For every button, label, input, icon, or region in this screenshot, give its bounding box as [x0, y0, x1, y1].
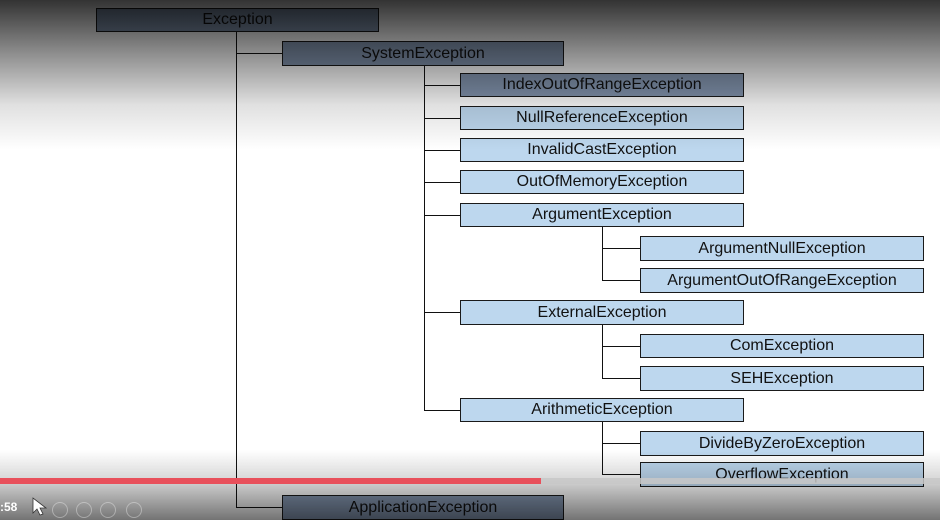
connector-h-com	[602, 346, 640, 347]
progress-bar-fill	[0, 478, 541, 484]
connector-argument-vertical	[602, 227, 603, 280]
node-index-out-of-range-exception: IndexOutOfRangeException	[460, 73, 744, 97]
connector-h-arithmetic	[424, 410, 460, 411]
connector-h-argumentoutofrange	[602, 280, 640, 281]
connector-h-seh	[602, 378, 640, 379]
node-system-exception: SystemException	[282, 41, 564, 66]
connector-h-indexoutofrange	[424, 85, 460, 86]
connector-system-vertical	[424, 65, 425, 410]
node-argument-out-of-range-exception: ArgumentOutOfRangeException	[640, 268, 924, 293]
node-out-of-memory-exception: OutOfMemoryException	[460, 170, 744, 194]
node-argument-null-exception: ArgumentNullException	[640, 236, 924, 261]
connector-h-argument	[424, 215, 460, 216]
connector-h-invalidcast	[424, 150, 460, 151]
node-arithmetic-exception: ArithmeticException	[460, 398, 744, 422]
node-invalid-cast-exception: InvalidCastException	[460, 138, 744, 162]
time-label: :58	[0, 500, 18, 514]
cc-icon[interactable]	[52, 502, 68, 518]
progress-bar[interactable]	[0, 478, 940, 484]
connector-h-external	[424, 312, 460, 313]
cc-icon[interactable]	[76, 502, 92, 518]
node-external-exception: ExternalException	[460, 300, 744, 325]
connector-h-argumentnull	[602, 248, 640, 249]
connector-h-overflow	[602, 474, 640, 475]
node-null-reference-exception: NullReferenceException	[460, 106, 744, 130]
settings-icon[interactable]	[126, 502, 142, 518]
node-exception: Exception	[96, 8, 379, 32]
connector-arithmetic-vertical	[602, 422, 603, 474]
connector-root-vertical	[236, 31, 237, 507]
player-controls: :58	[0, 490, 940, 520]
pointer-icon[interactable]	[30, 496, 50, 516]
connector-h-outofmemory	[424, 182, 460, 183]
node-divide-by-zero-exception: DivideByZeroException	[640, 431, 924, 456]
connector-h-dividebyzero	[602, 443, 640, 444]
connector-h-nullreference	[424, 118, 460, 119]
node-argument-exception: ArgumentException	[460, 203, 744, 227]
connector-system	[236, 53, 282, 54]
node-seh-exception: SEHException	[640, 366, 924, 391]
connector-external-vertical	[602, 325, 603, 378]
node-com-exception: ComException	[640, 334, 924, 358]
settings-icon[interactable]	[100, 502, 116, 518]
